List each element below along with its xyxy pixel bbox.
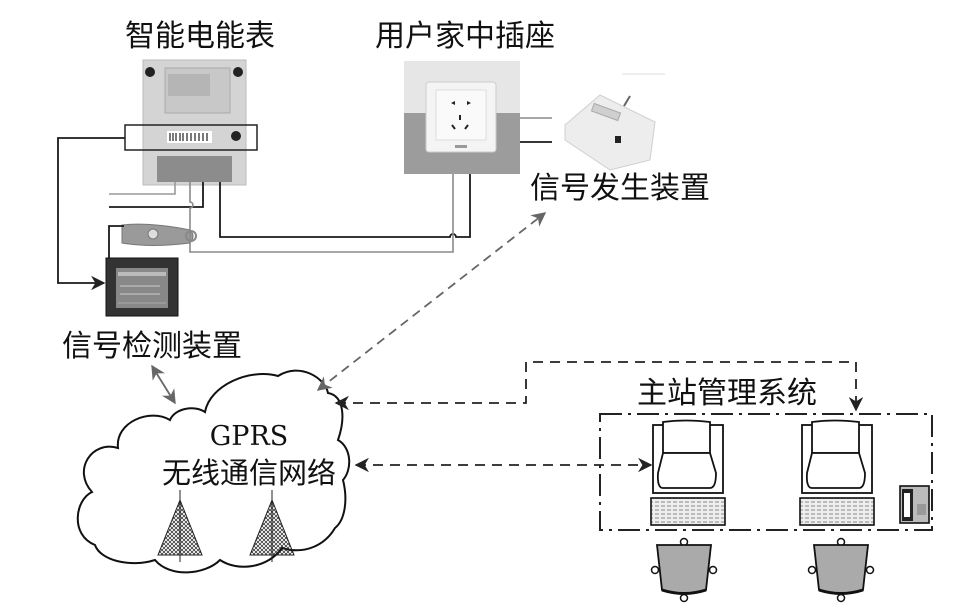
label-smart-meter: 智能电能表 (125, 19, 275, 54)
label-signal-generator: 信号发生装置 (530, 171, 710, 206)
gprs-network: GPRS 无线通信网络 (76, 369, 351, 574)
generator-switch-icon (615, 136, 621, 143)
meter-knob-icon (231, 131, 241, 141)
workstation-icon (799, 419, 875, 526)
link-generator-network (316, 212, 547, 391)
wire-meter-to-socket (219, 174, 471, 238)
label-master-station: 主站管理系统 (637, 376, 817, 411)
meter-lcd (168, 74, 210, 96)
network-label-line1: GPRS (210, 421, 289, 452)
chair-icon (650, 537, 718, 603)
workstation-icon (650, 419, 726, 526)
communication-links (151, 212, 864, 473)
signal-detector (105, 257, 179, 317)
radio-tower-icon (249, 490, 295, 562)
label-home-socket: 用户家中插座 (375, 19, 555, 54)
wire-meter-to-detector (57, 137, 125, 291)
meter-terminal-block (157, 156, 232, 182)
socket-two-pin-icon (451, 101, 471, 105)
keyboard-icon (799, 497, 875, 526)
generator-body (564, 94, 656, 171)
wire-meter-gray-lead (109, 182, 176, 195)
wire-meter-black-lead (109, 182, 204, 208)
master-station (599, 413, 933, 603)
signal-generator (564, 73, 665, 171)
label-signal-detector: 信号检测装置 (62, 329, 242, 364)
telephone-icon (899, 485, 930, 524)
wire-clamp-to-socket (189, 174, 454, 253)
meter-screw-icon (145, 67, 155, 77)
chair-icon (807, 537, 875, 603)
current-clamp (121, 223, 197, 246)
keyboard-icon (650, 497, 726, 526)
barcode-icon (169, 133, 208, 141)
home-socket (404, 61, 520, 174)
network-label-line2: 无线通信网络 (162, 456, 336, 490)
meter-barcode (167, 131, 212, 143)
master-station-boundary (599, 413, 933, 531)
smart-meter (124, 59, 258, 186)
radio-tower-icon (157, 490, 203, 562)
link-detector-network (151, 364, 176, 405)
generator-display (590, 102, 622, 122)
wire-clamp-to-detector (108, 225, 124, 258)
link-master-network-top (334, 361, 864, 412)
generator-antenna-icon (623, 95, 631, 107)
meter-screw-icon (233, 67, 243, 77)
